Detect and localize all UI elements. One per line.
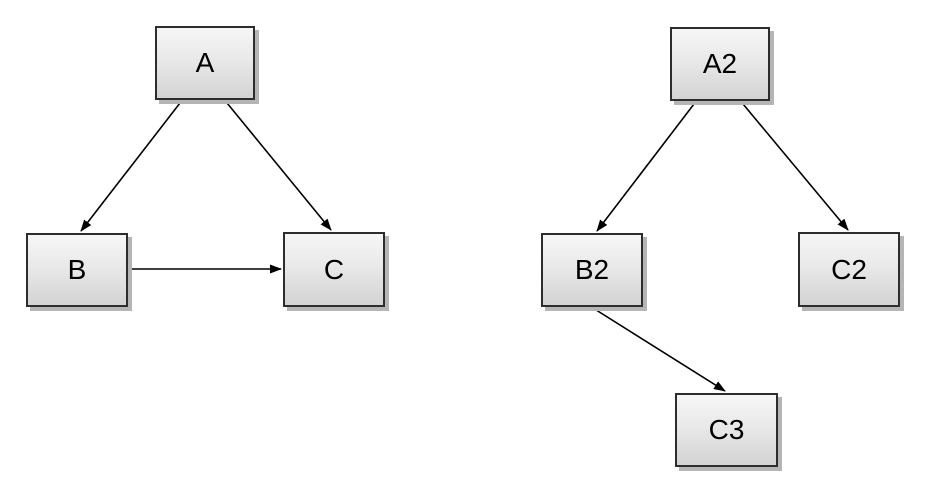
node-label-A2: A2 xyxy=(702,48,738,79)
edge-A-to-B xyxy=(80,102,181,232)
node-A: A xyxy=(155,26,255,100)
node-label-C3: C3 xyxy=(708,414,745,445)
edge-B2-to-C3 xyxy=(592,307,726,392)
node-label-B2: B2 xyxy=(574,254,610,285)
node-B2: B2 xyxy=(541,233,643,307)
node-C2: C2 xyxy=(798,232,900,307)
node-label-C: C xyxy=(323,253,345,285)
node-C3: C3 xyxy=(675,393,778,467)
edge-A-to-C xyxy=(226,102,332,231)
node-A2: A2 xyxy=(670,27,770,101)
edge-A2-to-B2 xyxy=(596,103,695,232)
node-label-A: A xyxy=(195,47,215,78)
node-C: C xyxy=(283,232,385,307)
node-B: B xyxy=(26,233,128,307)
node-label-B: B xyxy=(67,254,87,285)
node-label-C2: C2 xyxy=(831,253,867,285)
edge-A2-to-C2 xyxy=(742,103,849,231)
